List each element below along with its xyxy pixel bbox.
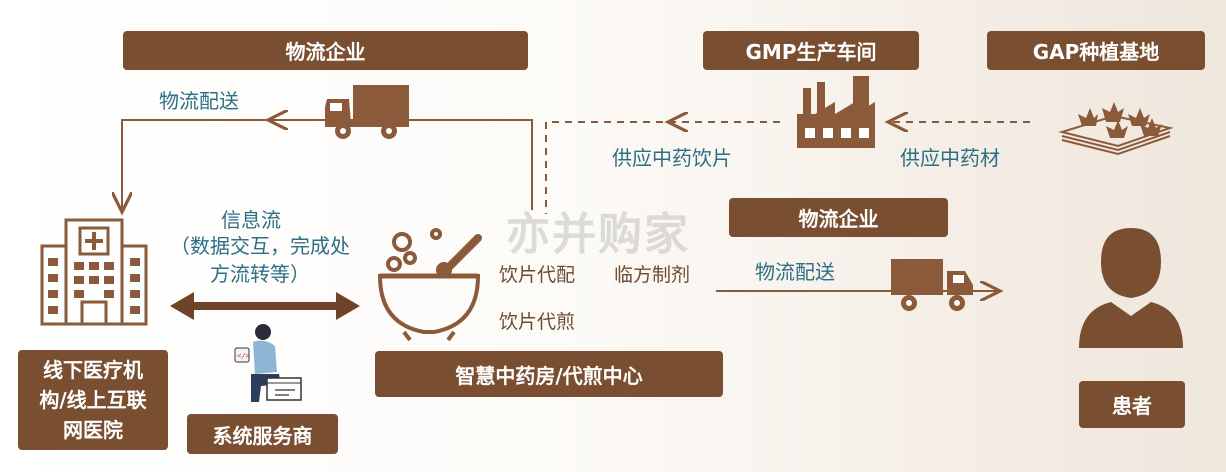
info-flow-label: 信息流 [221, 208, 281, 232]
slice-dispensing-label: 饮片代配 [499, 264, 576, 286]
gap-base-box: GAP种植基地 [987, 31, 1205, 70]
truck-icon-mid [891, 259, 973, 311]
truck-icon [325, 85, 409, 139]
supply-slices-label: 供应中药饮片 [612, 146, 732, 170]
info-flow-detail: （数据交互，完成处方流转等） [170, 234, 350, 286]
patient-icon [1079, 228, 1183, 348]
watermark: 亦并购家 [506, 209, 690, 260]
system-provider-box: 系统服务商 [187, 414, 338, 454]
hospital-box: 线下医疗机构/线上互联网医院 [18, 350, 168, 450]
pharmacy-box: 智慧中药房/代煎中心 [375, 351, 723, 397]
gmp-workshop-box: GMP生产车间 [703, 31, 919, 70]
svg-text:</>: </> [237, 352, 250, 360]
factory-icon [797, 76, 875, 148]
herbal-pot-icon [377, 228, 482, 342]
slice-decocting-label: 饮片代煎 [499, 311, 576, 333]
hospital-icon [40, 218, 148, 326]
delivery-label-mid: 物流配送 [755, 260, 835, 284]
info-flow-arrow [170, 292, 360, 320]
logistics-company-box-mid: 物流企业 [729, 198, 948, 237]
supply-herbs-label: 供应中药材 [900, 146, 1000, 170]
logistics-company-box-top: 物流企业 [123, 31, 528, 70]
patient-box: 患者 [1079, 381, 1185, 428]
delivery-label-top: 物流配送 [159, 89, 239, 113]
person-laptop-icon: </> [234, 324, 302, 402]
plantation-icon [1058, 102, 1173, 156]
prescription-label: 临方制剂 [614, 264, 691, 286]
